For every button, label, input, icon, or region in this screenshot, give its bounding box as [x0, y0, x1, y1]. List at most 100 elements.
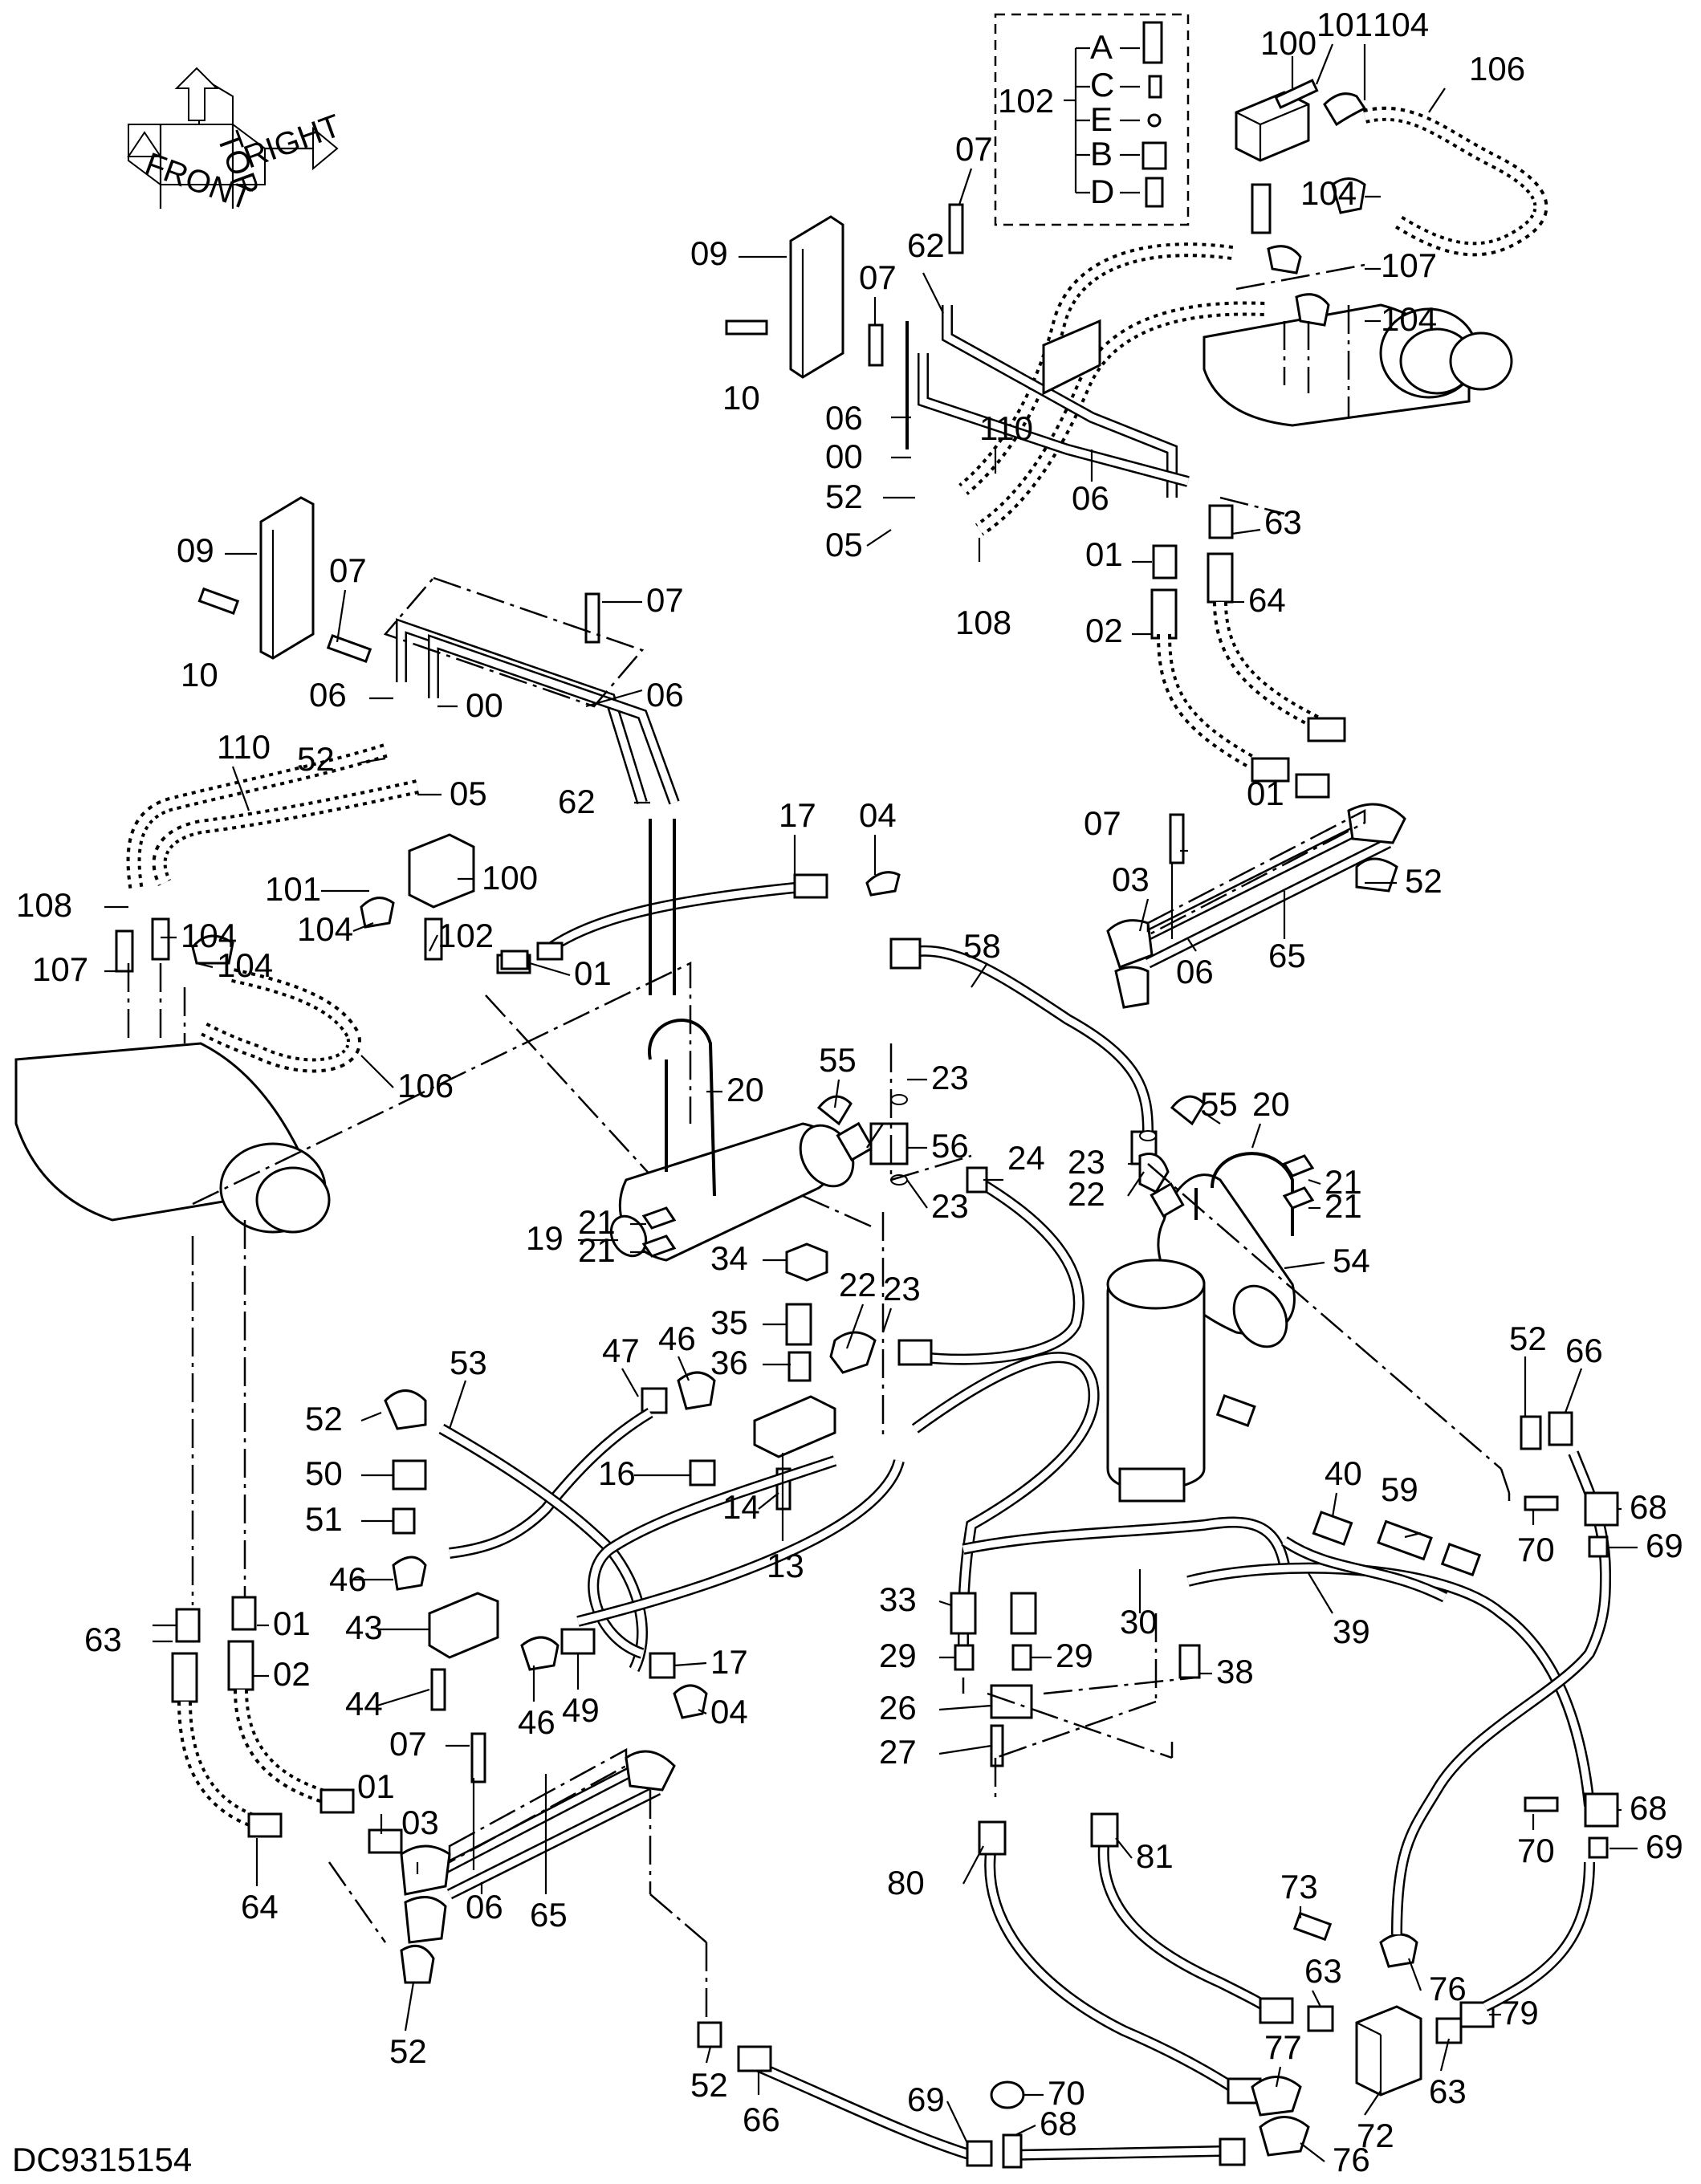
- callout-10: 10: [181, 656, 218, 693]
- callout-64: 64: [1248, 581, 1286, 619]
- callout-110: 110: [979, 409, 1033, 447]
- callout-104: 104: [297, 910, 353, 948]
- callout-52: 52: [389, 2032, 427, 2070]
- callout-01: 01: [1085, 535, 1123, 573]
- callout-69: 69: [1646, 1527, 1683, 1564]
- callout-43: 43: [345, 1609, 383, 1646]
- callout-10: 10: [722, 379, 760, 417]
- callout-104: 104: [181, 917, 237, 954]
- callout-63: 63: [1429, 2072, 1467, 2110]
- callout-101: 101: [265, 870, 321, 908]
- callout-52: 52: [1405, 862, 1443, 900]
- center-accumulators: [609, 937, 1511, 1501]
- callout-73: 73: [1280, 1868, 1318, 1905]
- callout-07: 07: [329, 551, 367, 589]
- callout-06: 06: [309, 676, 347, 714]
- callout-23: 23: [931, 1059, 969, 1096]
- callout-52: 52: [825, 478, 863, 515]
- callout-03: 03: [1112, 860, 1150, 898]
- callout-55: 55: [819, 1041, 857, 1079]
- callout-68: 68: [1040, 2105, 1077, 2142]
- callout-14: 14: [722, 1488, 760, 1526]
- callout-21: 21: [1325, 1187, 1362, 1225]
- callout-63: 63: [1264, 503, 1302, 541]
- callout-B: B: [1090, 135, 1113, 173]
- callout-46: 46: [329, 1560, 367, 1598]
- callout-01: 01: [574, 954, 612, 992]
- callout-62: 62: [907, 226, 945, 264]
- callout-81: 81: [1136, 1837, 1174, 1875]
- lower-right-assembly: [697, 1411, 1619, 2169]
- callout-69: 69: [1646, 1828, 1683, 1865]
- callout-53: 53: [450, 1344, 487, 1381]
- callout-52: 52: [305, 1400, 343, 1438]
- callout-20: 20: [1252, 1085, 1290, 1123]
- callout-29: 29: [879, 1637, 917, 1674]
- callout-46: 46: [658, 1320, 696, 1357]
- callout-102: 102: [437, 917, 494, 954]
- callout-76: 76: [1333, 2141, 1370, 2178]
- callout-62: 62: [558, 783, 596, 820]
- callout-04: 04: [710, 1693, 748, 1731]
- callout-33: 33: [879, 1580, 917, 1618]
- callout-47: 47: [602, 1332, 640, 1369]
- callout-01: 01: [1247, 775, 1284, 812]
- callout-104: 104: [1373, 6, 1429, 43]
- callout-19: 19: [526, 1219, 564, 1257]
- callout-58: 58: [963, 927, 1001, 965]
- callout-07: 07: [389, 1725, 427, 1763]
- callout-05: 05: [825, 526, 863, 563]
- callout-07: 07: [1084, 804, 1121, 842]
- callout-09: 09: [690, 234, 728, 272]
- callout-E: E: [1090, 100, 1113, 138]
- callout-03: 03: [401, 1804, 439, 1841]
- callout-13: 13: [767, 1547, 804, 1584]
- top-right-assembly: [725, 79, 1548, 1009]
- callout-50: 50: [305, 1454, 343, 1492]
- orientation-cube: FRONT TOP RIGHT: [127, 67, 345, 218]
- callout-35: 35: [710, 1303, 748, 1341]
- callout-00: 00: [466, 686, 503, 724]
- callout-22: 22: [1068, 1175, 1105, 1213]
- callout-06: 06: [825, 399, 863, 437]
- callout-17: 17: [710, 1643, 748, 1681]
- callout-66: 66: [1565, 1332, 1603, 1369]
- callout-21: 21: [578, 1203, 616, 1241]
- callout-106: 106: [397, 1067, 454, 1104]
- callout-07: 07: [859, 258, 897, 296]
- callout-44: 44: [345, 1685, 383, 1722]
- callout-06: 06: [646, 676, 684, 714]
- callout-29: 29: [1056, 1637, 1093, 1674]
- leader-lines: [104, 43, 1638, 2162]
- callout-63: 63: [84, 1621, 122, 1658]
- callout-52: 52: [1509, 1320, 1547, 1357]
- callout-D: D: [1090, 173, 1114, 210]
- callout-06: 06: [1072, 479, 1109, 517]
- callout-20: 20: [726, 1071, 764, 1108]
- callout-102-top: 102: [998, 82, 1054, 120]
- callout-101: 101: [1316, 6, 1373, 43]
- callout-01: 01: [273, 1604, 311, 1642]
- callout-26: 26: [879, 1689, 917, 1726]
- callout-A: A: [1090, 28, 1113, 66]
- callout-09: 09: [177, 531, 214, 569]
- callout-27: 27: [879, 1733, 917, 1771]
- callout-106: 106: [1469, 50, 1525, 87]
- callout-68: 68: [1630, 1488, 1667, 1526]
- callout-23: 23: [1068, 1143, 1105, 1181]
- callout-C: C: [1090, 66, 1114, 104]
- detail-box-102: 102 A C E B D: [994, 13, 1190, 226]
- callout-labels: 100 101 104 106 07 09 104 107 104 62 07 …: [16, 6, 1683, 2178]
- callout-108: 108: [16, 886, 72, 924]
- callout-54: 54: [1333, 1242, 1370, 1279]
- callout-80: 80: [887, 1864, 925, 1901]
- callout-34: 34: [710, 1239, 748, 1277]
- callout-49: 49: [562, 1691, 600, 1729]
- callout-107: 107: [1381, 246, 1437, 284]
- callout-16: 16: [598, 1454, 636, 1492]
- callout-55: 55: [1200, 1085, 1238, 1123]
- callout-17: 17: [779, 796, 816, 834]
- callout-39: 39: [1333, 1613, 1370, 1650]
- left-top-assembly: [14, 496, 901, 1237]
